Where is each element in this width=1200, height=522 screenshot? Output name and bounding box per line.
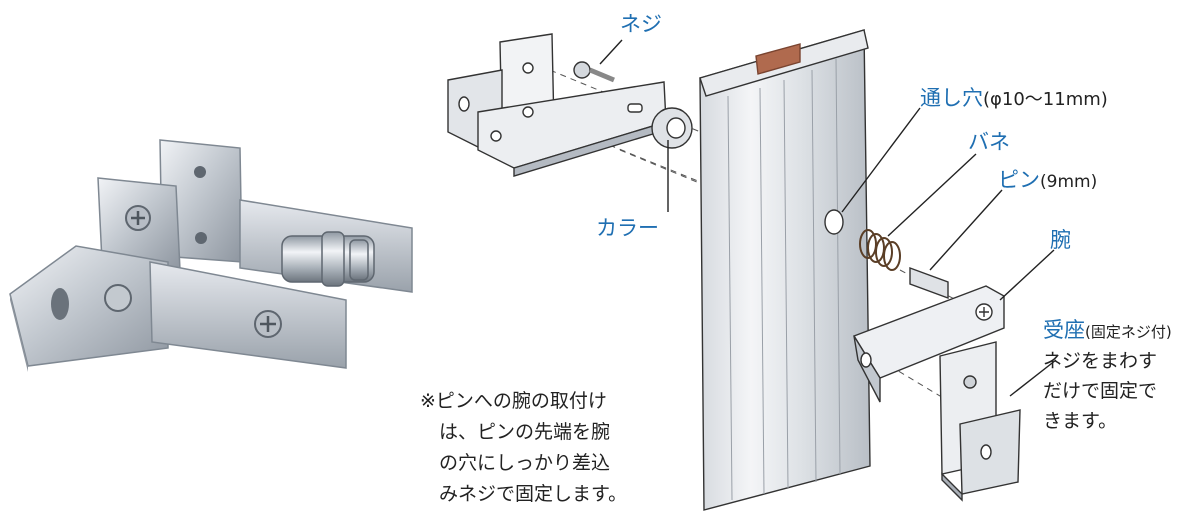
label-neji: ネジ [620,12,662,36]
receiver-desc-line: きます。 [1043,410,1118,432]
leader-lines [599,39,1057,397]
label-receiver-group: 受座(固定ネジ付) [1043,320,1172,341]
exploded-diagram [447,29,1021,511]
hinge-photo [9,139,413,372]
label-receiver: 受座 [1043,318,1085,342]
installation-note: ※ピンへの腕の取付け は、ピンの先端を腕 の穴にしっかり差込 みネジで固定します… [420,386,670,510]
label-hole: 通し穴 [920,86,983,110]
note-line: の穴にしっかり差込 [420,452,611,474]
receiver-desc-line: だけで固定で [1043,380,1158,402]
receiver-description: ネジをまわす だけで固定で きます。 [1043,346,1157,436]
label-collar: カラー [596,216,659,240]
note-line: は、ピンの先端を腕 [420,421,611,443]
note-line: ※ピンへの腕の取付け [420,390,607,412]
label-pin-group: ピン(9mm) [998,170,1097,191]
note-line: みネジで固定します。 [420,483,628,505]
label-spring: バネ [968,130,1010,154]
label-receiver-note: (固定ネジ付) [1085,323,1172,341]
label-pin: ピン [998,168,1040,192]
label-pin-dim: (9mm) [1040,172,1098,192]
label-hole-dim: (φ10〜11mm) [983,89,1108,110]
label-arm: 腕 [1050,228,1071,252]
receiver-desc-line: ネジをまわす [1043,350,1158,372]
label-hole-group: 通し穴(φ10〜11mm) [920,88,1108,109]
